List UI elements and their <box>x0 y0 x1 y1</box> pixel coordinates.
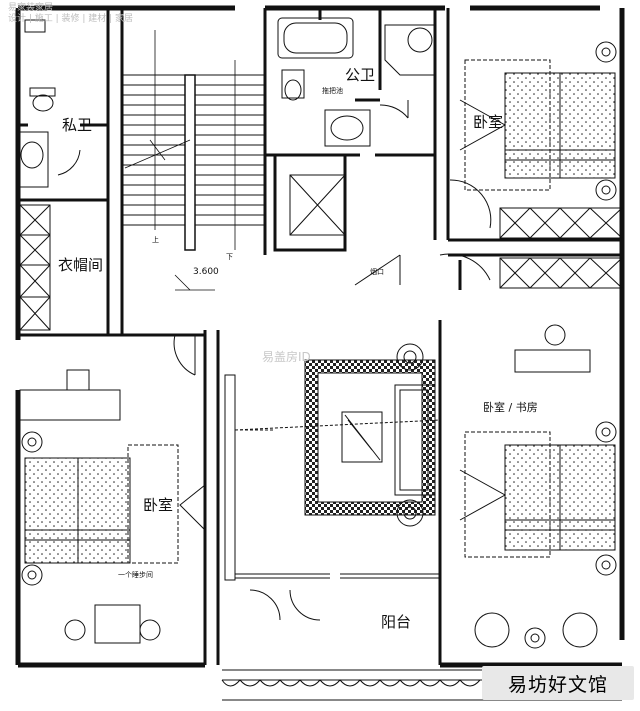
room-label-wardrobe: 衣帽间 <box>58 256 104 274</box>
room-label-public-bath: 公卫 <box>345 66 376 84</box>
private-bath-fixtures <box>17 19 81 188</box>
stair-up-label: 上 <box>152 236 159 244</box>
living-room-rug <box>304 343 436 527</box>
staircase <box>122 30 265 291</box>
room-label-bedroom-ne: 卧室 <box>473 113 504 131</box>
room-label-private-bath: 私卫 <box>62 116 93 134</box>
room-label-balcony: 阳台 <box>381 613 412 631</box>
wardrobe-note-label: 一个睡步间 <box>118 571 153 579</box>
wardrobe-cabinets <box>19 204 51 331</box>
shaft <box>289 174 346 236</box>
east-closet <box>499 207 623 289</box>
bed-ne <box>459 41 617 201</box>
public-bath-fixtures <box>277 17 436 147</box>
watermark-top-line1: 易家装家居 <box>8 3 54 13</box>
mop-pool-label: 拖把池 <box>322 87 343 95</box>
bed-study <box>459 324 617 649</box>
watermark-middle: 易盖房ID <box>262 350 311 364</box>
room-label-bedroom-study: 卧室 / 书房 <box>483 401 538 414</box>
vent-label: 烟口 <box>370 268 384 276</box>
watermark-top-line2: 设计 | 施工 | 装修 | 建材 | 家居 <box>8 14 134 24</box>
stair-down-label: 下 <box>226 253 233 261</box>
elevation-label: 3.600 <box>193 267 219 277</box>
watermark-badge: 易坊好文馆 <box>482 666 634 700</box>
interior-walls <box>18 8 622 665</box>
tv-wall <box>224 374 441 581</box>
bed-sw <box>19 369 206 644</box>
room-label-bedroom-sw: 卧室 <box>143 496 174 514</box>
door-swings <box>173 179 492 621</box>
watermark-top: 易家装家居 设计 | 施工 | 装修 | 建材 | 家居 <box>8 3 133 25</box>
